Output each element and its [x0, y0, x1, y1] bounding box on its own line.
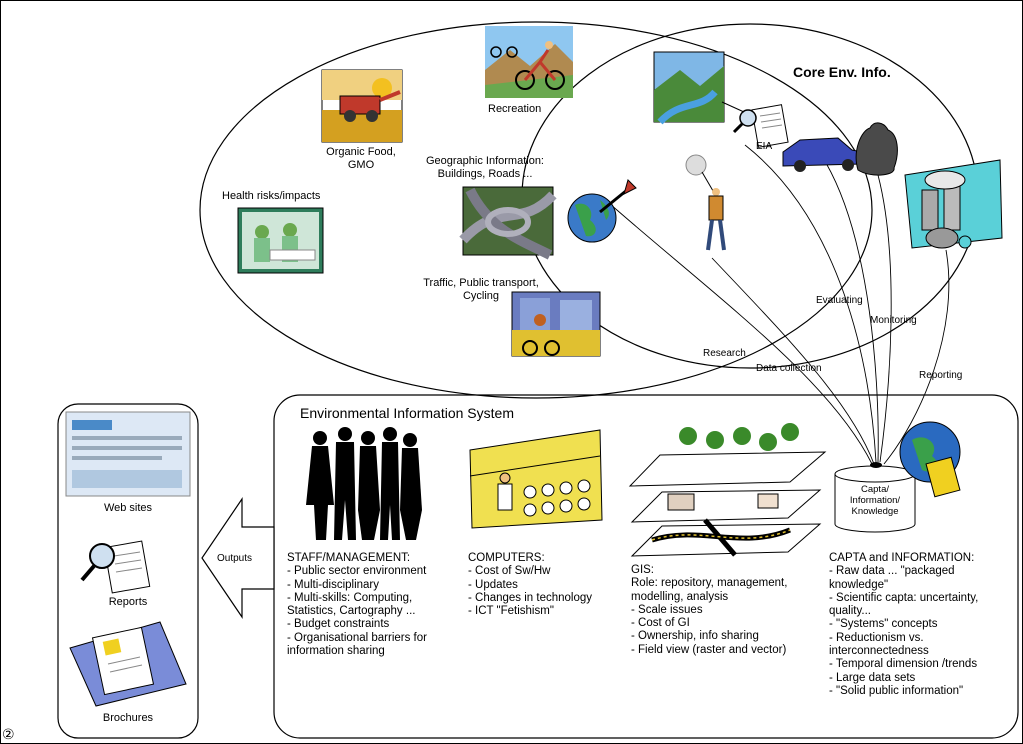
core-info-title: Core Env. Info. — [793, 64, 891, 80]
traffic-label: Traffic, Public transport, Cycling — [411, 277, 551, 303]
staff-line: Statistics, Cartography ... — [287, 605, 416, 618]
core-landscape-image — [653, 51, 725, 125]
capta-line: - Large data sets — [829, 671, 916, 684]
staff-line: information sharing — [287, 645, 385, 658]
staff-image — [306, 427, 422, 540]
capta-line: - "Solid public information" — [829, 684, 964, 697]
database-label-line-2: Information/ — [849, 495, 901, 506]
gis-line: modelling, analysis — [631, 590, 729, 603]
gis-line: GIS: — [631, 564, 655, 576]
computers-line: - ICT "Fetishism" — [468, 605, 554, 618]
computers-line: - Changes in technology — [468, 591, 593, 604]
globe-image — [567, 179, 637, 243]
corner-mark: ② — [2, 726, 15, 742]
gis-line: Role: repository, management, — [631, 577, 788, 590]
computers-image — [469, 429, 603, 529]
geographic-info-label: Geographic Information: Buildings, Roads… — [405, 155, 565, 181]
reports-label: Reports — [108, 596, 148, 608]
database-label: Capta/ Information/ Knowledge — [835, 484, 915, 517]
web-sites-label: Web sites — [103, 502, 153, 514]
staff-list: STAFF/MANAGEMENT: - Public sector enviro… — [287, 552, 427, 658]
organic-food-line-2: GMO — [347, 159, 375, 171]
organic-food-line-1: Organic Food, — [326, 146, 396, 158]
gis-line: - Field view (raster and vector) — [631, 643, 787, 656]
smoke-image — [855, 122, 898, 176]
traffic-line-2: Cycling — [462, 290, 500, 302]
capta-line: - Temporal dimension /trends — [829, 658, 978, 671]
capta-line: interconnectedness — [829, 645, 929, 658]
staff-line: STAFF/MANAGEMENT: — [287, 552, 411, 564]
research-label: Research — [703, 348, 746, 359]
staff-line: - Budget constraints — [287, 618, 390, 631]
eia-label: EIA — [756, 141, 773, 152]
gis-line: - Ownership, info sharing — [631, 630, 759, 643]
gis-line: - Scale issues — [631, 603, 703, 616]
capta-line: knowledge" — [829, 578, 889, 591]
geographic-info-line-2: Buildings, Roads ... — [437, 168, 533, 180]
capta-line: - Raw data ... "packaged — [829, 565, 955, 578]
capta-line: - Reductionism vs. — [829, 631, 924, 644]
capta-line: - "Systems" concepts — [829, 618, 938, 631]
researcher-image — [685, 154, 726, 251]
evaluating-label: Evaluating — [816, 295, 863, 306]
gis-line: - Cost of GI — [631, 617, 690, 630]
eis-title: Environmental Information System — [300, 405, 514, 421]
health-label: Health risks/impacts — [222, 190, 321, 202]
geographic-info-line-1: Geographic Information: — [425, 155, 544, 167]
staff-line: - Multi-skills: Computing, — [287, 591, 413, 604]
capta-line: quality... — [829, 605, 871, 618]
computers-line: - Updates — [468, 578, 518, 591]
capta-list: CAPTA and INFORMATION: - Raw data ... "p… — [829, 552, 978, 698]
gis-list: GIS: Role: repository, management, model… — [631, 564, 787, 657]
brochures-label: Brochures — [102, 712, 154, 724]
context-ellipse — [199, 21, 873, 399]
capta-line: - Scientific capta: uncertainty, — [829, 591, 979, 604]
info-globe-image — [899, 421, 961, 498]
computers-line: COMPUTERS: — [468, 552, 545, 564]
staff-line: - Public sector environment — [287, 565, 427, 578]
website-image — [65, 411, 191, 497]
staff-line: - Multi-disciplinary — [287, 578, 380, 591]
monitoring-label: Monitoring — [870, 315, 917, 326]
database-label-line-3: Knowledge — [851, 506, 899, 517]
organic-food-label: Organic Food, GMO — [316, 146, 406, 172]
outputs-arrow — [201, 497, 275, 619]
database-label-line-1: Capta/ — [861, 484, 889, 495]
gis-image — [628, 423, 827, 557]
capta-line: CAPTA and INFORMATION: — [829, 552, 975, 564]
computers-line: - Cost of Sw/Hw — [468, 565, 551, 578]
data-collection-label: Data collection — [756, 363, 822, 374]
eia-image — [721, 101, 789, 148]
staff-line: - Organisational barriers for — [287, 631, 427, 644]
recreation-image — [485, 26, 573, 98]
reporting-label: Reporting — [919, 370, 963, 381]
geographic-info-image — [459, 186, 557, 260]
outputs-box — [57, 403, 199, 739]
connection-curves — [609, 144, 950, 465]
factory-image — [904, 159, 1003, 249]
recreation-label: Recreation — [488, 103, 542, 115]
organic-food-image — [321, 69, 403, 143]
report-image — [80, 540, 151, 594]
outputs-arrow-label: Outputs — [217, 553, 253, 564]
health-image — [237, 207, 324, 274]
traffic-line-1: Traffic, Public transport, — [423, 277, 539, 289]
traffic-image — [511, 291, 601, 357]
brochure-image — [69, 621, 187, 707]
database-icon — [834, 462, 916, 533]
computers-list: COMPUTERS: - Cost of Sw/Hw - Updates - C… — [468, 552, 592, 618]
